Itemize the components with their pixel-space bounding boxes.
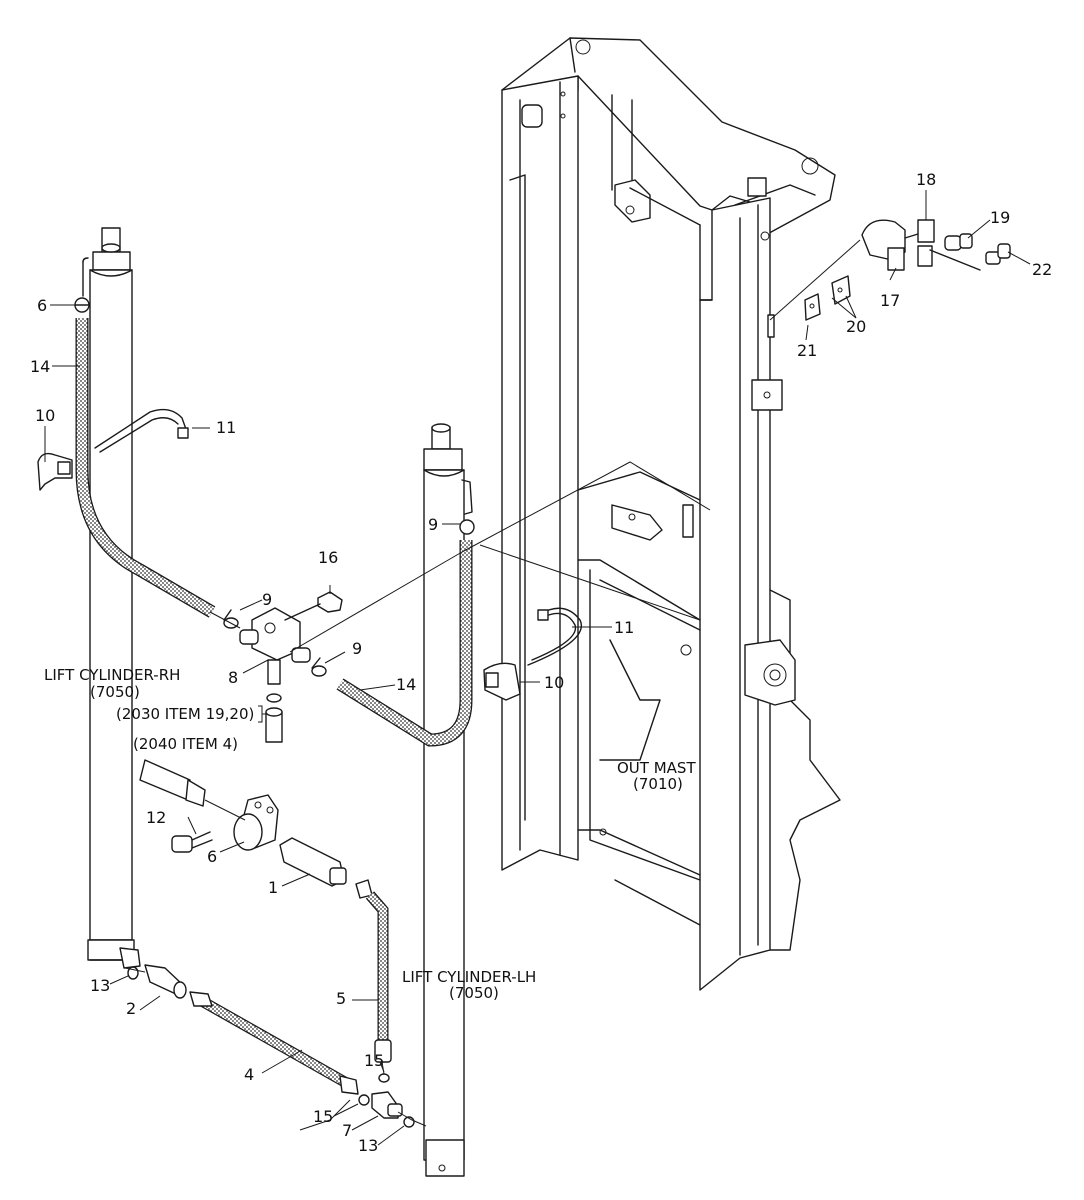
clamp-10-right-tab <box>485 672 499 688</box>
bolt-12 <box>171 831 213 853</box>
label-lift-cylinder-rh-ref: (7050) <box>90 683 140 701</box>
callout-17: 17 <box>880 291 900 310</box>
o-ring-15-upper <box>378 1073 390 1083</box>
callout-6-upper: 6 <box>37 296 47 315</box>
callout-9-right: 9 <box>352 639 362 658</box>
callout-11-lower: 11 <box>614 618 634 637</box>
lift-cylinder-lh <box>423 423 473 1177</box>
callout-1: 1 <box>268 878 278 897</box>
callout-5: 5 <box>336 989 346 1008</box>
callout-9-lh: 9 <box>428 515 438 534</box>
callout-13-right: 13 <box>358 1136 378 1155</box>
callout-15-upper: 15 <box>364 1051 384 1070</box>
label-lift-cylinder-rh: LIFT CYLINDER-RH <box>44 666 180 684</box>
callout-8: 8 <box>228 668 238 687</box>
callout-14-lower: 14 <box>396 675 416 694</box>
label-lift-cylinder-lh-ref: (7050) <box>449 984 499 1002</box>
label-out-mast-ref: (7010) <box>633 775 683 793</box>
callout-18: 18 <box>916 170 936 189</box>
callout-4: 4 <box>244 1065 254 1084</box>
callout-22: 22 <box>1032 260 1052 279</box>
o-ring-15-lower <box>358 1094 370 1106</box>
callout-10-left: 10 <box>35 406 55 425</box>
callout-15-lower: 15 <box>313 1107 333 1126</box>
bolt-16 <box>284 591 343 621</box>
callout-19: 19 <box>990 208 1010 227</box>
valve-1 <box>279 837 347 887</box>
label-ref-2040: (2040 ITEM 4) <box>133 735 238 753</box>
callout-16: 16 <box>318 548 338 567</box>
hose-clip-9-right <box>311 665 327 677</box>
o-ring <box>266 693 282 703</box>
out-mast <box>501 37 841 991</box>
bracket-assembly <box>804 219 1011 321</box>
text-labels: LIFT CYLINDER-RH (7050) (2030 ITEM 19,20… <box>44 666 696 1002</box>
callout-14-upper: 14 <box>30 357 50 376</box>
hose-5 <box>355 879 392 1063</box>
callout-9-left: 9 <box>262 590 272 609</box>
hose-14-right <box>336 519 475 747</box>
callout-6-lower: 6 <box>207 847 217 866</box>
label-lift-cylinder-lh: LIFT CYLINDER-LH <box>402 968 536 986</box>
label-out-mast: OUT MAST <box>617 759 696 777</box>
label-ref-2030: (2030 ITEM 19,20) <box>116 705 254 723</box>
clamp-10-left-tab <box>57 461 71 475</box>
assembly-guide-lines <box>124 239 861 1131</box>
lift-cylinder-rh <box>82 227 141 969</box>
callout-11-upper: 11 <box>216 418 236 437</box>
callout-21: 21 <box>797 341 817 360</box>
callout-7: 7 <box>342 1121 352 1140</box>
cable-tie-11-upper <box>94 408 188 449</box>
callout-numbers: 6 14 10 11 9 16 9 8 9 14 10 11 12 6 1 5 … <box>30 170 1052 1155</box>
leader-lines <box>44 190 1031 1146</box>
callout-13-left: 13 <box>90 976 110 995</box>
callout-12: 12 <box>146 808 166 827</box>
hose-fitting-2040 <box>139 759 206 807</box>
callout-2: 2 <box>126 999 136 1018</box>
callout-20: 20 <box>846 317 866 336</box>
fitting-2 <box>144 964 187 999</box>
hose-4 <box>189 991 359 1095</box>
tee-fitting-7 <box>371 1091 403 1119</box>
bracket-6-lower <box>233 794 279 851</box>
cable-tie-11-lower <box>527 607 582 666</box>
callout-10-right: 10 <box>544 673 564 692</box>
junction-block-8 <box>239 607 311 685</box>
